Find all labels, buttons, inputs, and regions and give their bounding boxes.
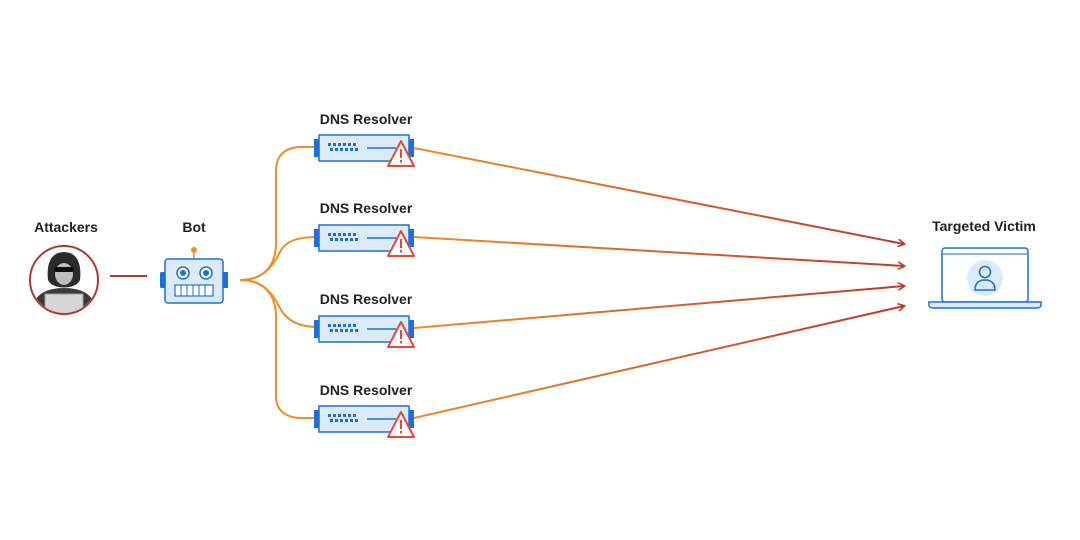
resolver-4-server-icon [314,405,415,438]
resolver-4-label: DNS Resolver [319,382,413,398]
resolver-3-server-icon [314,315,415,348]
arrow-3 [413,286,904,329]
warning-triangle-icon [387,321,415,348]
robot-icon [160,247,228,304]
attackers-label: Attackers [34,219,98,235]
warning-triangle-icon [387,411,415,438]
warning-triangle-icon [387,140,415,167]
resolver-victim-arrows [413,147,904,419]
arrow-1 [413,147,904,244]
resolver-2-server-icon [314,224,415,257]
warning-triangle-icon [387,230,415,257]
arrow-4 [413,306,904,419]
bot-label: Bot [182,219,206,235]
bot-fanout-links [239,146,319,419]
resolver-1-server-icon [314,134,415,167]
hooded-hacker-icon [29,245,99,315]
resolver-3-label: DNS Resolver [319,291,413,307]
resolver-1-label: DNS Resolver [319,111,413,127]
victim-label: Targeted Victim [932,218,1036,234]
arrow-2 [413,236,904,266]
resolver-2-label: DNS Resolver [319,200,413,216]
laptop-user-icon [928,247,1042,309]
